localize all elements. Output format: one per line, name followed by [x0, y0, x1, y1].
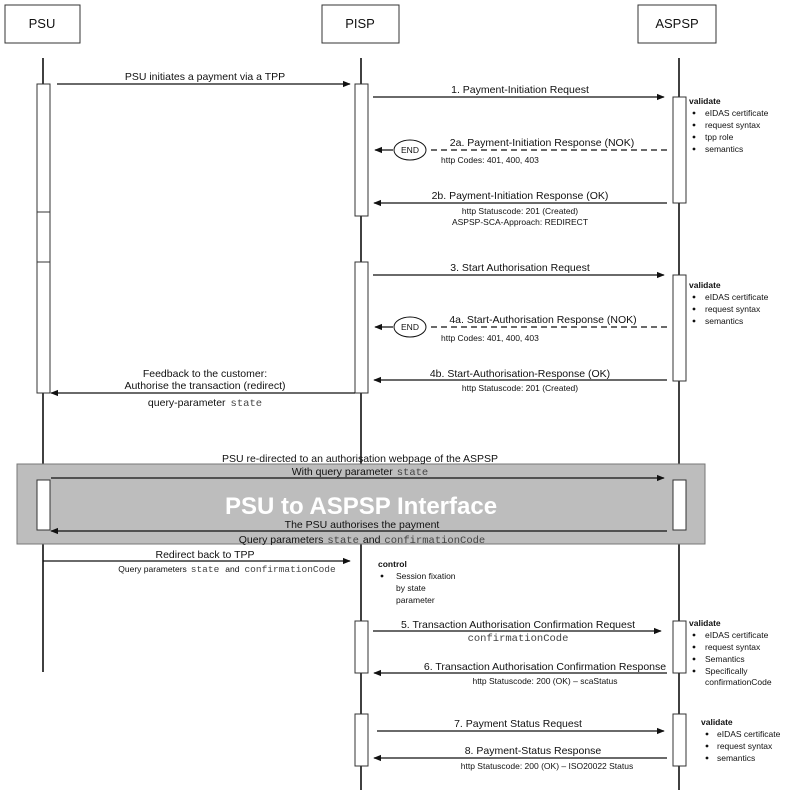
label-feedback-1: Feedback to the customer:: [143, 368, 267, 380]
validate-3-item: Semantics: [705, 654, 745, 664]
label-m6: 6. Transaction Authorisation Confirmatio…: [424, 661, 666, 673]
label-authorises: The PSU authorises the payment: [285, 519, 440, 531]
label-m2b: 2b. Payment-Initiation Response (OK): [432, 190, 609, 202]
activation-pisp-4: [354, 713, 369, 767]
validate-3-item: request syntax: [705, 642, 761, 652]
label-psu-initiates: PSU initiates a payment via a TPP: [125, 71, 285, 83]
control-item: Session fixation: [396, 571, 456, 581]
label-m2b-approach: ASPSP-SCA-Approach: REDIRECT: [452, 217, 588, 227]
label-m1: 1. Payment-Initiation Request: [451, 84, 589, 96]
control-note: control Session fixation by state parame…: [378, 559, 456, 605]
validate-3-item: confirmationCode: [705, 677, 772, 687]
end-marker-2-label: END: [401, 322, 419, 332]
control-title: control: [378, 559, 407, 569]
label-m2b-status: http Statuscode: 201 (Created): [462, 206, 578, 216]
participant-pisp: PISP: [321, 4, 400, 44]
validate-4-item: eIDAS certificate: [717, 729, 781, 739]
validate-3-item: eIDAS certificate: [705, 630, 769, 640]
validate-2-item: eIDAS certificate: [705, 292, 769, 302]
validate-1-item: request syntax: [705, 120, 761, 130]
end-marker-1: [393, 139, 427, 161]
control-item: parameter: [396, 595, 435, 605]
label-m6-status: http Statuscode: 200 (OK) – scaStatus: [472, 676, 617, 686]
validate-note-4: validate eIDAS certificate request synta…: [701, 717, 781, 763]
activation-pisp-1: [354, 83, 369, 217]
label-m5: 5. Transaction Authorisation Confirmatio…: [401, 619, 635, 631]
label-m2a: 2a. Payment-Initiation Response (NOK): [450, 137, 634, 149]
validate-4-item: semantics: [717, 753, 755, 763]
end-marker-1-label: END: [401, 145, 419, 155]
label-m2a-codes: http Codes: 401, 400, 403: [441, 155, 539, 165]
label-m7: 7. Payment Status Request: [454, 718, 582, 730]
activation-aspsp-4: [672, 620, 687, 674]
participant-pisp-label: PISP: [345, 16, 375, 31]
label-m4a: 4a. Start-Authorisation Response (NOK): [449, 314, 636, 326]
label-m4a-codes: http Codes: 401, 400, 403: [441, 333, 539, 343]
label-m8: 8. Payment-Status Response: [465, 745, 602, 757]
validate-note-2: validate eIDAS certificate request synta…: [689, 280, 769, 326]
control-item: by state: [396, 583, 426, 593]
validate-3-item: Specifically: [705, 666, 748, 676]
validate-4-item: request syntax: [717, 741, 773, 751]
activation-aspsp-5: [672, 713, 687, 767]
activation-psu-1a: [36, 83, 51, 213]
activation-pisp-2: [354, 261, 369, 394]
banner-title: PSU to ASPSP Interface: [225, 493, 497, 520]
validate-1-item: tpp role: [705, 132, 734, 142]
validate-note-3: validate eIDAS certificate request synta…: [689, 618, 772, 687]
label-redirect-back: Redirect back to TPP: [155, 549, 254, 561]
validate-1-item: eIDAS certificate: [705, 108, 769, 118]
participant-psu-label: PSU: [29, 16, 56, 31]
validate-3-title: validate: [689, 618, 721, 628]
label-feedback-2: Authorise the transaction (redirect): [124, 380, 285, 392]
validate-4-title: validate: [701, 717, 733, 727]
participant-psu: PSU: [4, 4, 81, 44]
label-m4b-status: http Statuscode: 201 (Created): [462, 383, 578, 393]
participant-aspsp-label: ASPSP: [655, 16, 698, 31]
validate-1-item: semantics: [705, 144, 743, 154]
validate-2-title: validate: [689, 280, 721, 290]
validate-note-1: validate eIDAS certificate request synta…: [689, 96, 769, 154]
activation-aspsp-3: [672, 479, 687, 531]
label-m8-status: http Statuscode: 200 (OK) – ISO20022 Sta…: [461, 761, 633, 771]
validate-2-item: request syntax: [705, 304, 761, 314]
activation-pisp-3: [354, 620, 369, 674]
activation-aspsp-2: [672, 274, 687, 382]
activation-psu-2: [36, 479, 51, 531]
label-redirected: PSU re-directed to an authorisation webp…: [222, 453, 498, 465]
label-m3: 3. Start Authorisation Request: [450, 262, 590, 274]
label-m4b: 4b. Start-Authorisation-Response (OK): [430, 368, 610, 380]
participant-aspsp: ASPSP: [637, 4, 717, 44]
end-marker-2: [393, 316, 427, 338]
activation-aspsp-1: [672, 96, 687, 204]
label-m5-code: confirmationCode: [468, 633, 569, 645]
validate-2-item: semantics: [705, 316, 743, 326]
validate-1-title: validate: [689, 96, 721, 106]
activation-psu-1b: [36, 261, 51, 394]
